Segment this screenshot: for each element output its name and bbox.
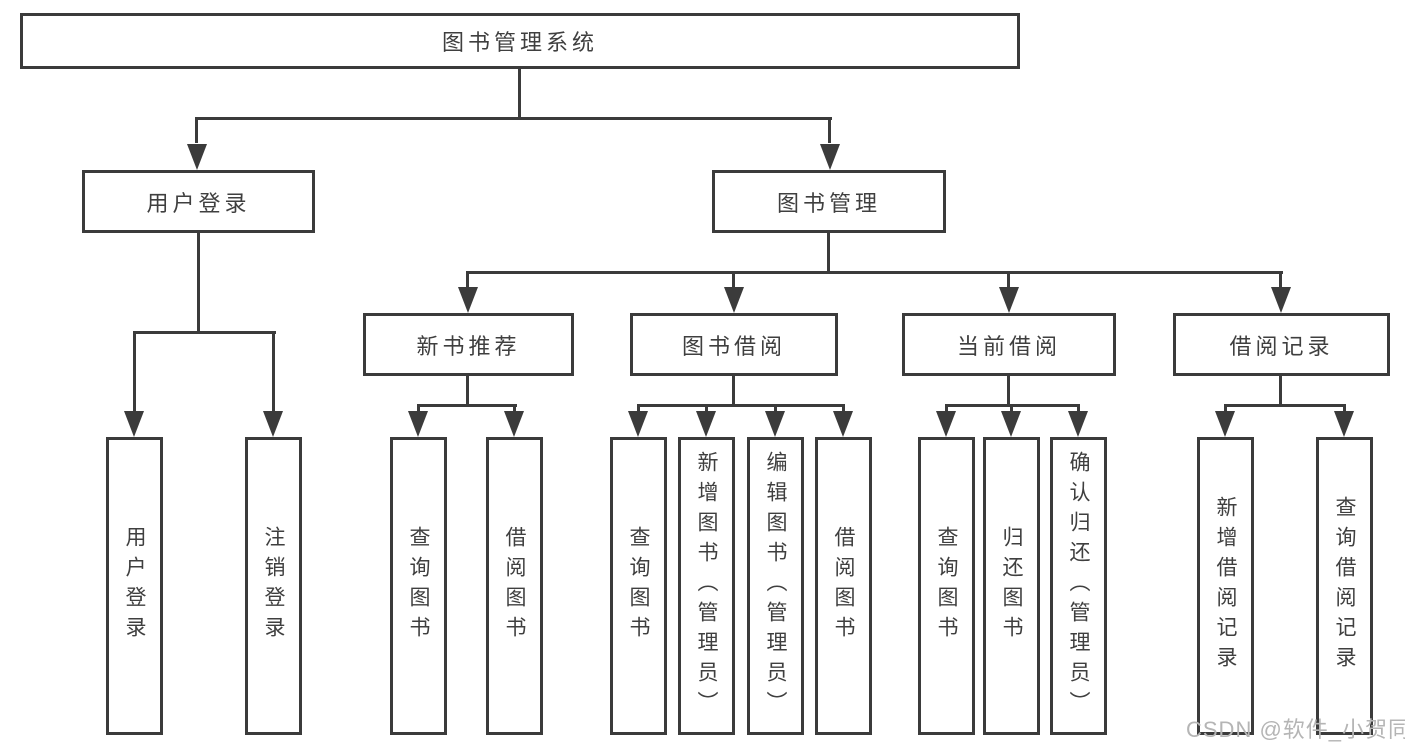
node-book-management: 图书管理: [712, 170, 946, 233]
arrow-head: [187, 144, 207, 170]
leaf-user-login: 用户登录: [106, 437, 163, 735]
arrow-head: [1068, 411, 1088, 437]
connector-line: [1007, 271, 1010, 287]
connector-line: [1077, 404, 1080, 413]
connector-line: [1343, 404, 1346, 413]
connector-line: [195, 117, 198, 143]
connector-line: [466, 271, 1283, 274]
leaf-borrow-book-1: 借阅图书: [486, 437, 543, 735]
connector-line: [133, 331, 136, 411]
arrow-head: [458, 287, 478, 313]
connector-line: [705, 404, 708, 413]
arrow-head: [820, 144, 840, 170]
arrow-head: [999, 287, 1019, 313]
leaf-confirm-return-admin: 确认归还（管理员）: [1050, 437, 1107, 735]
connector-line: [1224, 404, 1346, 407]
arrow-head: [628, 411, 648, 437]
connector-line: [196, 117, 832, 120]
connector-line: [1007, 376, 1010, 407]
leaf-borrow-book-2: 借阅图书: [815, 437, 872, 735]
leaf-edit-book-admin: 编辑图书（管理员）: [747, 437, 804, 735]
arrow-head: [1001, 411, 1021, 437]
leaf-logout: 注销登录: [245, 437, 302, 735]
connector-line: [827, 233, 830, 274]
connector-line: [732, 376, 735, 407]
arrow-head: [724, 287, 744, 313]
connector-line: [732, 271, 735, 287]
connector-line: [637, 404, 640, 413]
connector-line: [774, 404, 777, 413]
leaf-return-book: 归还图书: [983, 437, 1040, 735]
csdn-watermark: CSDN @软件_小贺同学: [1186, 717, 1405, 742]
arrow-head: [833, 411, 853, 437]
connector-line: [1279, 376, 1282, 407]
connector-line: [133, 331, 276, 334]
leaf-query-book-2: 查询图书: [610, 437, 667, 735]
connector-line: [513, 404, 516, 413]
leaf-add-book-admin: 新增图书（管理员）: [678, 437, 735, 735]
connector-line: [518, 66, 521, 120]
leaf-query-borrow-record: 查询借阅记录: [1316, 437, 1373, 735]
connector-line: [828, 117, 831, 143]
connector-line: [945, 404, 948, 413]
arrow-head: [408, 411, 428, 437]
connector-line: [637, 404, 845, 407]
connector-line: [417, 404, 517, 407]
leaf-add-borrow-record: 新增借阅记录: [1197, 437, 1254, 735]
arrow-head: [1215, 411, 1235, 437]
node-book-borrow: 图书借阅: [630, 313, 838, 376]
connector-line: [842, 404, 845, 413]
node-borrow-records: 借阅记录: [1173, 313, 1390, 376]
arrow-head: [936, 411, 956, 437]
connector-line: [417, 404, 420, 413]
connector-line: [272, 331, 275, 411]
connector-line: [466, 376, 469, 407]
arrow-head: [263, 411, 283, 437]
connector-line: [466, 271, 469, 287]
node-user-login: 用户登录: [82, 170, 315, 233]
arrow-head: [1271, 287, 1291, 313]
leaf-query-book-3: 查询图书: [918, 437, 975, 735]
leaf-query-book-1: 查询图书: [390, 437, 447, 735]
arrow-head: [504, 411, 524, 437]
connector-line: [1279, 271, 1282, 287]
node-current-borrow: 当前借阅: [902, 313, 1116, 376]
connector-line: [1010, 404, 1013, 413]
arrow-head: [765, 411, 785, 437]
node-new-book-recommend: 新书推荐: [363, 313, 574, 376]
arrow-head: [1334, 411, 1354, 437]
connector-line: [197, 233, 200, 333]
arrow-head: [124, 411, 144, 437]
arrow-head: [696, 411, 716, 437]
connector-line: [1224, 404, 1227, 413]
node-root-system: 图书管理系统: [20, 13, 1020, 69]
